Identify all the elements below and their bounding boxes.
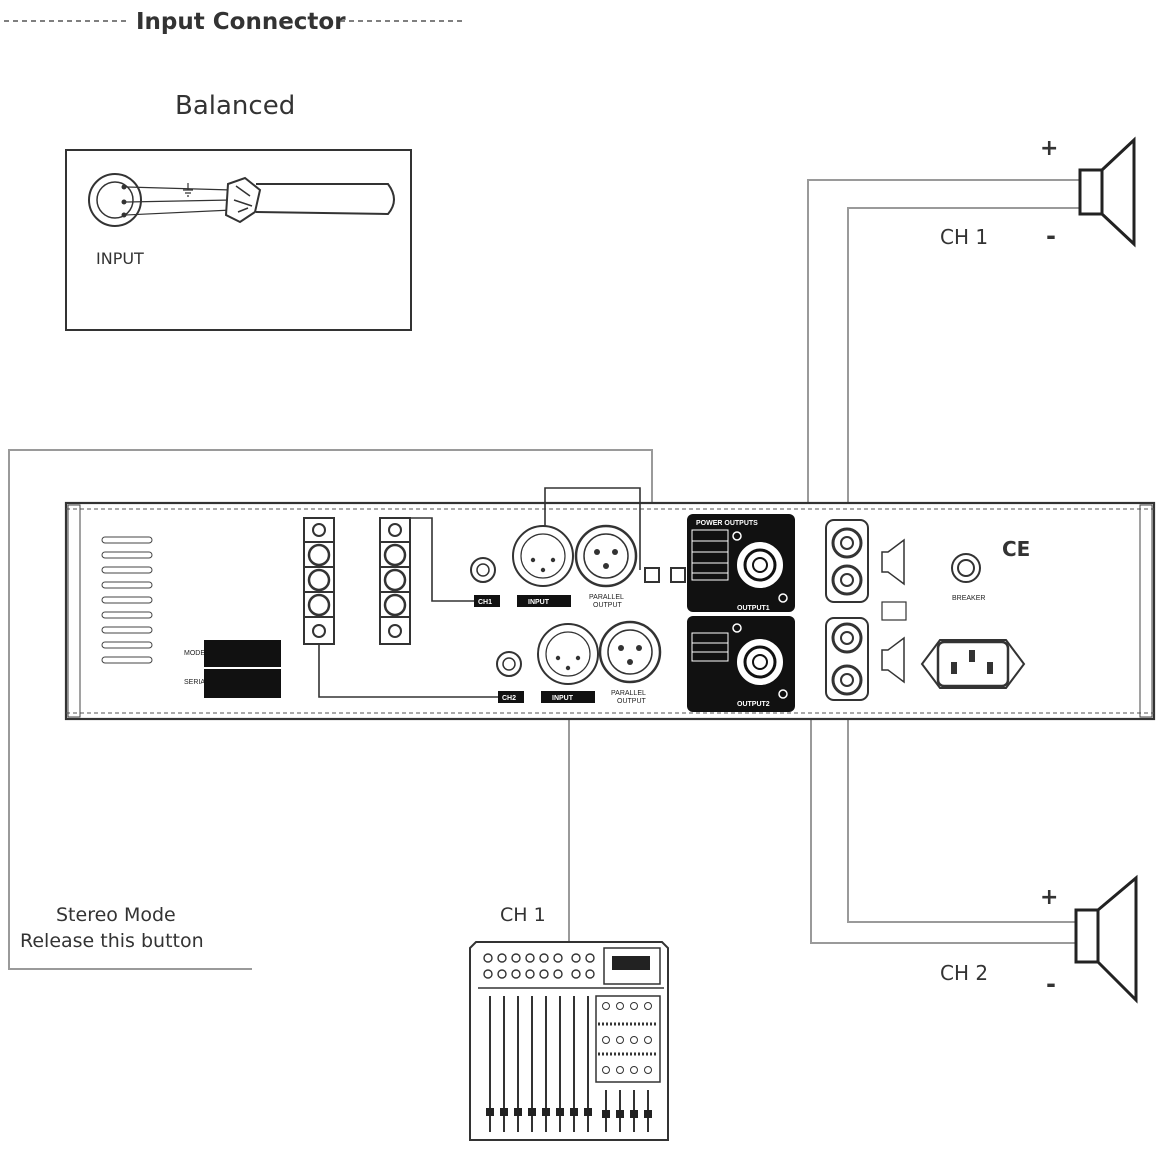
svg-text:POWER OUTPUTS: POWER OUTPUTS [696, 520, 758, 527]
svg-text:OUTPUT1: OUTPUT1 [737, 605, 770, 612]
ch1-tag [474, 595, 500, 607]
svg-text:CH1: CH1 [478, 599, 492, 606]
xlr-parallel-output-ch1 [574, 524, 638, 588]
wire-ch2-positive [847, 690, 1076, 923]
amplifier-rear-panel: MODEL SERIAL [64, 487, 1156, 721]
wire-ch1-negative [847, 207, 1082, 548]
speaker-ch1-label: CH 1 [940, 225, 988, 249]
svg-text:INPUT: INPUT [528, 599, 550, 606]
xlr-plug-illustration [88, 173, 395, 227]
ce-mark: CE [1002, 537, 1030, 561]
mode-button[interactable] [644, 567, 660, 583]
balanced-connector-box [65, 149, 412, 331]
input-tag-ch1 [517, 595, 571, 607]
speaker-ch1-plus: + [1040, 136, 1058, 161]
serial-label: SERIAL [184, 679, 209, 686]
limiter-button[interactable] [670, 567, 686, 583]
xlr-parallel-output-ch2 [598, 620, 662, 684]
note-line-2: Release this button [20, 930, 204, 952]
model-label: MODEL [184, 650, 209, 657]
speaker-ch2-plus: + [1040, 885, 1058, 910]
wire-ch1-positive [807, 179, 1082, 548]
speaker-ch1-icon [1078, 136, 1136, 248]
page-title: Input Connector [136, 9, 346, 35]
parallel-label-ch2: PARALLEL [611, 690, 646, 697]
xlr-input-ch1 [512, 525, 574, 587]
mixer-label: CH 1 [500, 904, 546, 926]
mixer-icon [469, 941, 669, 1141]
output-label-ch2: OUTPUT [617, 698, 647, 705]
speaker-ch2-label: CH 2 [940, 961, 988, 985]
panel-speaker-icons [881, 538, 907, 684]
input-tag-ch2 [541, 691, 595, 703]
speaker-ch2-icon [1074, 874, 1138, 1004]
binding-posts [825, 519, 869, 701]
wire-ch2-negative [810, 690, 1076, 944]
wiring-lines [8, 179, 1082, 970]
input-label: INPUT [96, 249, 144, 268]
wire-mode-button [8, 449, 653, 970]
jack-input-ch1 [470, 557, 496, 583]
parallel-label-ch1: PARALLEL [589, 594, 624, 601]
power-outputs-block: POWER OUTPUTS OUTPUT1 OUTPUT2 [687, 514, 795, 712]
cooling-vents [101, 536, 153, 664]
svg-text:OUTPUT2: OUTPUT2 [737, 701, 770, 708]
svg-text:CH2: CH2 [502, 695, 516, 702]
power-inlet-icon [920, 639, 1026, 689]
speaker-ch1-minus: - [1046, 222, 1056, 250]
xlr-input-ch2 [537, 623, 599, 685]
model-plate [204, 640, 281, 667]
ch2-tag [498, 691, 524, 703]
note-line-1: Stereo Mode [56, 904, 176, 926]
speaker-ch2-minus: - [1046, 970, 1056, 998]
balanced-title: Balanced [175, 91, 295, 121]
serial-plate [204, 669, 281, 698]
barrier-strip-ch1 [379, 517, 411, 645]
breaker-label: BREAKER [952, 595, 985, 602]
breaker-icon [951, 553, 981, 583]
svg-text:INPUT: INPUT [552, 695, 574, 702]
output-label-ch1: OUTPUT [593, 602, 623, 609]
jack-input-ch2 [496, 651, 522, 677]
